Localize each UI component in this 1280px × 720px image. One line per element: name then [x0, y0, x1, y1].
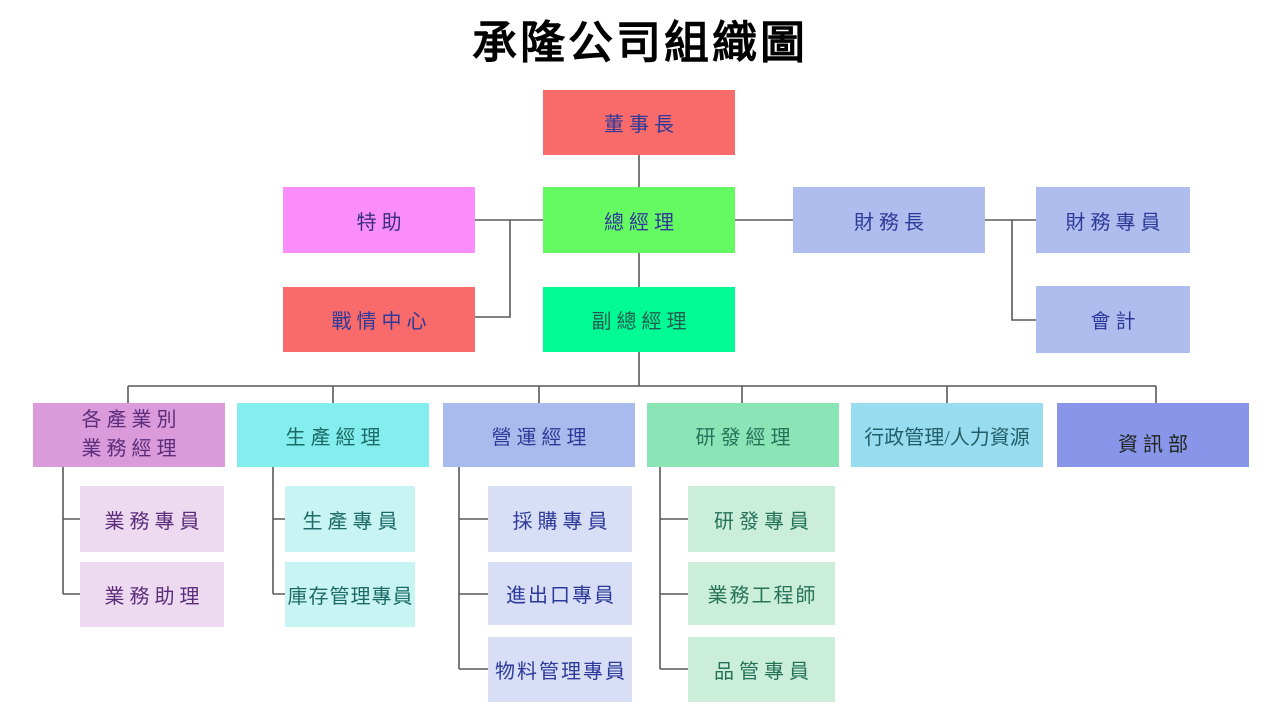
- connector-bus-stubs: [127, 386, 1157, 403]
- connector-rd-hang: [659, 467, 688, 670]
- node-operations-manager: 營運經理: [443, 403, 635, 467]
- node-sales-specialist: 業務專員: [80, 486, 224, 552]
- page-title: 承隆公司組織圖: [471, 17, 808, 68]
- connector-gm-warroom-elbow: [475, 220, 511, 318]
- node-chairman: 董事長: [543, 90, 735, 155]
- node-qc-specialist: 品管專員: [688, 637, 835, 702]
- node-materials-specialist: 物料管理專員: [488, 637, 632, 702]
- node-industry-sales-manager: 各產業別 業務經理: [33, 403, 225, 467]
- node-rd-manager: 研發經理: [647, 403, 839, 467]
- node-purchasing-specialist: 採購專員: [488, 486, 632, 552]
- connector-sales-hang: [62, 467, 80, 595]
- node-inventory-specialist: 庫存管理專員: [285, 562, 415, 627]
- node-accounting: 會計: [1036, 286, 1190, 353]
- node-import-export-specialist: 進出口專員: [488, 562, 632, 625]
- node-rd-specialist: 研發專員: [688, 486, 835, 552]
- node-deputy-general-manager: 副總經理: [543, 287, 735, 352]
- node-sales-engineer: 業務工程師: [688, 562, 835, 625]
- node-it-department: 資訊部: [1057, 403, 1249, 467]
- node-label-line-2: 業務經理: [81, 438, 182, 460]
- connector-operations-hang: [458, 467, 488, 670]
- node-finance-specialist: 財務專員: [1036, 187, 1190, 253]
- connector-cfo-accounting-elbow: [1011, 220, 1036, 321]
- node-production-manager: 生產經理: [237, 403, 429, 467]
- node-special-assistant: 特助: [283, 187, 475, 253]
- connector-production-hang: [272, 467, 285, 595]
- node-production-specialist: 生產專員: [285, 486, 415, 552]
- node-sales-assistant: 業務助理: [80, 562, 224, 627]
- node-cfo: 財務長: [793, 187, 985, 253]
- node-war-room: 戰情中心: [283, 287, 475, 352]
- node-admin-hr: 行政管理/人力資源: [851, 403, 1043, 467]
- node-general-manager: 總經理: [543, 187, 735, 253]
- node-label-line-1: 各產業別: [81, 409, 182, 431]
